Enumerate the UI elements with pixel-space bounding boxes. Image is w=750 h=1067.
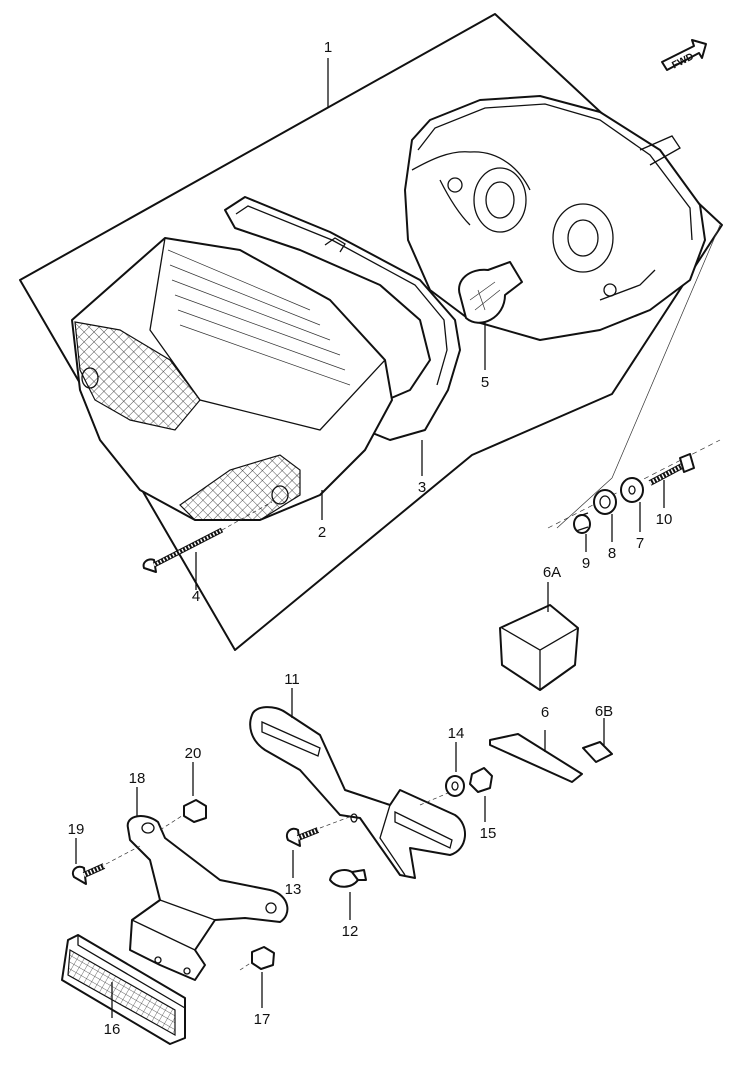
callout-12: 12 (342, 923, 359, 940)
nut-lower (239, 946, 275, 971)
reflector-bracket (126, 815, 289, 981)
callout-6a: 6A (543, 564, 561, 581)
callout-3: 3 (418, 479, 426, 496)
callout-20: 20 (185, 745, 202, 762)
callout-16: 16 (104, 1021, 121, 1038)
leader-lines (75, 58, 665, 1018)
rear-reflector (61, 934, 186, 1045)
callout-18: 18 (129, 770, 146, 787)
callout-17: 17 (254, 1011, 271, 1028)
cushion-strip (489, 733, 583, 783)
long-screw (142, 501, 273, 573)
washer-and-nut (419, 767, 493, 806)
callout-1: 1 (324, 39, 332, 56)
reflector-screw (72, 845, 141, 885)
mounting-hardware (547, 224, 721, 534)
taillight-lens (71, 237, 393, 521)
callout-5: 5 (481, 374, 489, 391)
assembly-box-outline (19, 13, 723, 651)
fwd-label: FWD (670, 51, 695, 71)
taillight-housing (404, 95, 706, 341)
license-bracket (249, 706, 466, 879)
nut-upper (159, 799, 207, 831)
callout-labels: 1 2 3 4 5 6 6A 6B 7 8 9 10 11 12 13 14 1… (68, 39, 673, 1038)
callout-4: 4 (192, 588, 200, 605)
callout-7: 7 (636, 535, 644, 552)
fwd-arrow-icon: FWD (661, 39, 707, 71)
callout-2: 2 (318, 524, 326, 541)
callout-11: 11 (284, 671, 300, 688)
callout-19: 19 (68, 821, 85, 838)
callout-15: 15 (480, 825, 497, 842)
callout-6: 6 (541, 704, 549, 721)
callout-13: 13 (285, 881, 302, 898)
gasket-rim (224, 196, 461, 441)
callout-6b: 6B (595, 703, 613, 720)
callout-9: 9 (582, 555, 590, 572)
bulb (458, 261, 523, 324)
bullet-grommet (329, 869, 367, 888)
callout-10: 10 (656, 511, 673, 528)
bracket-screw (286, 815, 353, 847)
small-pad (582, 741, 613, 763)
callout-14: 14 (448, 725, 465, 742)
pad-block (499, 604, 579, 691)
callout-8: 8 (608, 545, 616, 562)
